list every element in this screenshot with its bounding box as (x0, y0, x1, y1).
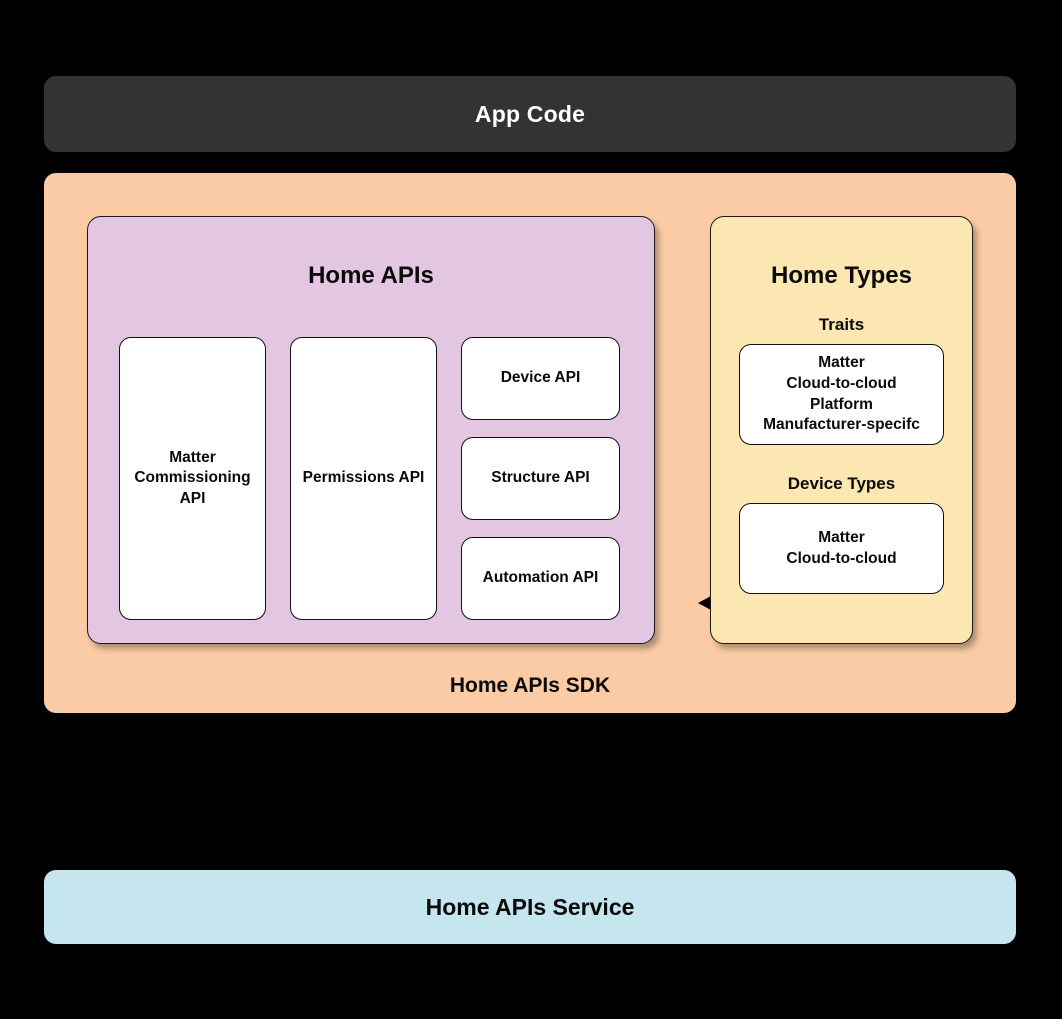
home-apis-title: Home APIs (308, 262, 434, 289)
home-types-title: Home Types (771, 262, 912, 289)
home-apis-service-bar: Home APIs Service (44, 870, 1016, 944)
structure-api-card[interactable]: Structure API (461, 437, 620, 520)
section-spacer (711, 445, 972, 474)
permissions-api-card[interactable]: Permissions API (290, 337, 437, 620)
home-apis-sdk-label: Home APIs SDK (449, 674, 611, 697)
traits-heading: Traits (818, 315, 865, 334)
device-types-heading: Device Types (787, 474, 896, 493)
api-card-column: Device API Structure API Automation API (461, 337, 620, 620)
app-code-bar: App Code (44, 76, 1016, 152)
device-api-card[interactable]: Device API (461, 337, 620, 420)
app-code-label: App Code (474, 100, 586, 127)
home-apis-service-label: Home APIs Service (425, 893, 635, 920)
automation-api-card[interactable]: Automation API (461, 537, 620, 620)
